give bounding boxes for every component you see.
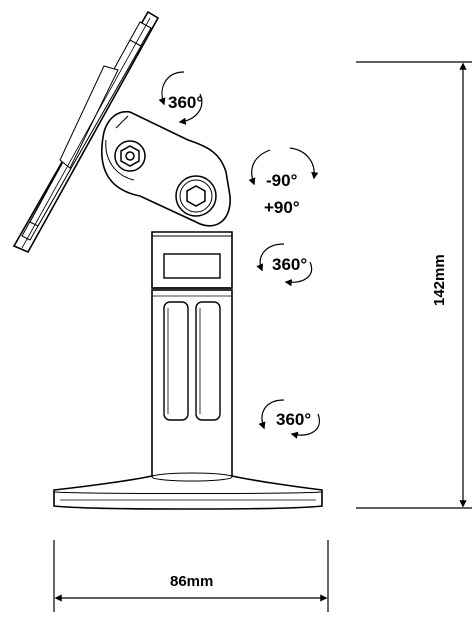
plate-joint-nut [114, 140, 146, 172]
width-dimension-label: 86mm [170, 573, 213, 590]
height-dimension [356, 61, 472, 509]
label-tilt-rotation: 360° [168, 93, 203, 112]
rotation-arrow-pitch [248, 147, 319, 186]
rotation-arrow-tilt [158, 71, 203, 125]
mount-base [53, 472, 323, 510]
label-upper-column-rotation: 360° [272, 255, 307, 274]
mounting-plate [12, 10, 160, 254]
label-pitch-minus: -90° [266, 171, 298, 190]
label-pitch-plus: +90° [264, 198, 300, 217]
width-dimension [53, 540, 329, 612]
rotation-arrow-upper-column [256, 243, 313, 287]
height-dimension-label: 142mm [431, 254, 448, 306]
column-upper [151, 231, 233, 289]
column-joint-bolt [175, 175, 217, 217]
rotation-arrow-base [258, 399, 320, 439]
column-lower [151, 289, 233, 477]
label-base-rotation: 360° [276, 410, 311, 429]
